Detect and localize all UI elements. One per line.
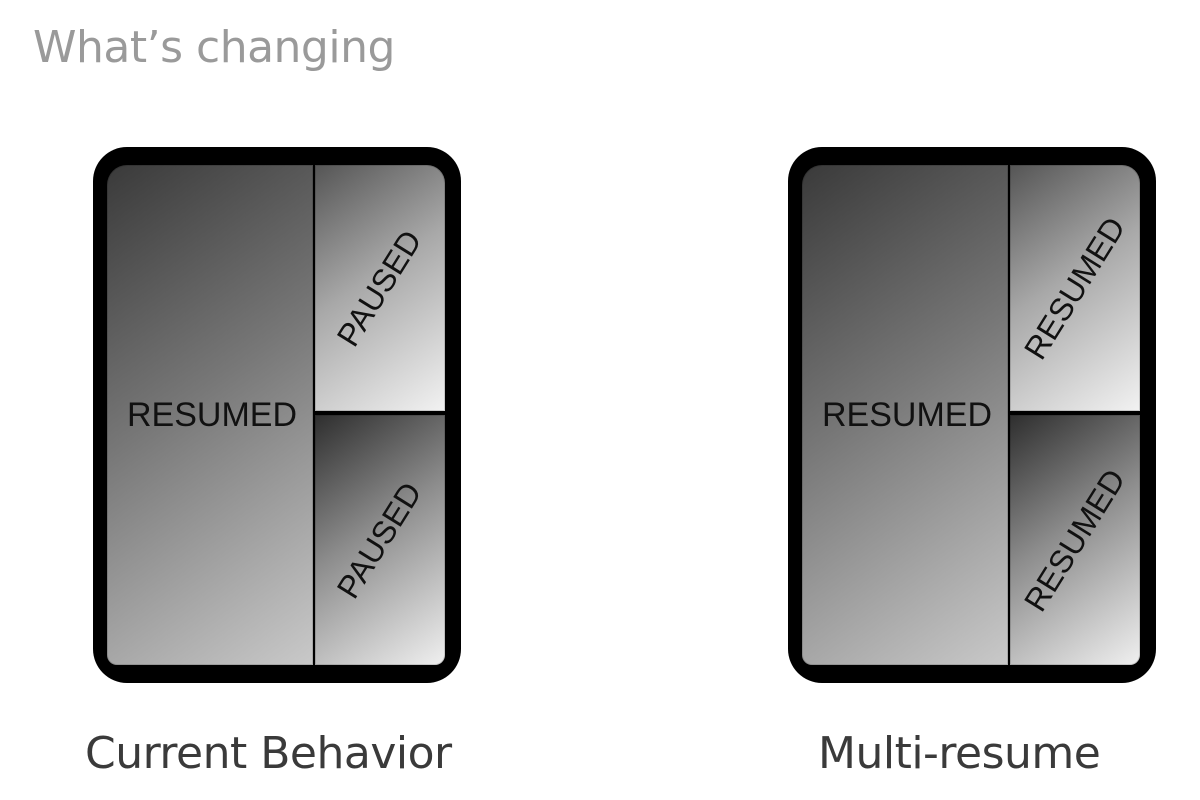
device-current-behavior: RESUMED PAUSED PAUSED xyxy=(93,147,461,683)
page-title: What’s changing xyxy=(33,22,395,73)
main-window-state-label: RESUMED xyxy=(126,395,298,434)
main-window-state-label: RESUMED xyxy=(821,395,993,434)
top-window-pane: RESUMED xyxy=(1010,165,1140,411)
top-window-state-label: PAUSED xyxy=(330,223,430,353)
caption-multi-resume: Multi-resume xyxy=(818,728,1101,779)
main-window-pane: RESUMED xyxy=(107,165,313,665)
bottom-window-state-label: RESUMED xyxy=(1016,462,1133,618)
bottom-window-pane: PAUSED xyxy=(315,415,445,665)
device-multi-resume: RESUMED RESUMED RESUMED xyxy=(788,147,1156,683)
caption-current-behavior: Current Behavior xyxy=(85,728,452,779)
top-window-pane: PAUSED xyxy=(315,165,445,411)
main-window-pane: RESUMED xyxy=(802,165,1008,665)
bottom-window-state-label: PAUSED xyxy=(330,475,430,605)
top-window-state-label: RESUMED xyxy=(1016,210,1133,366)
bottom-window-pane: RESUMED xyxy=(1010,415,1140,665)
